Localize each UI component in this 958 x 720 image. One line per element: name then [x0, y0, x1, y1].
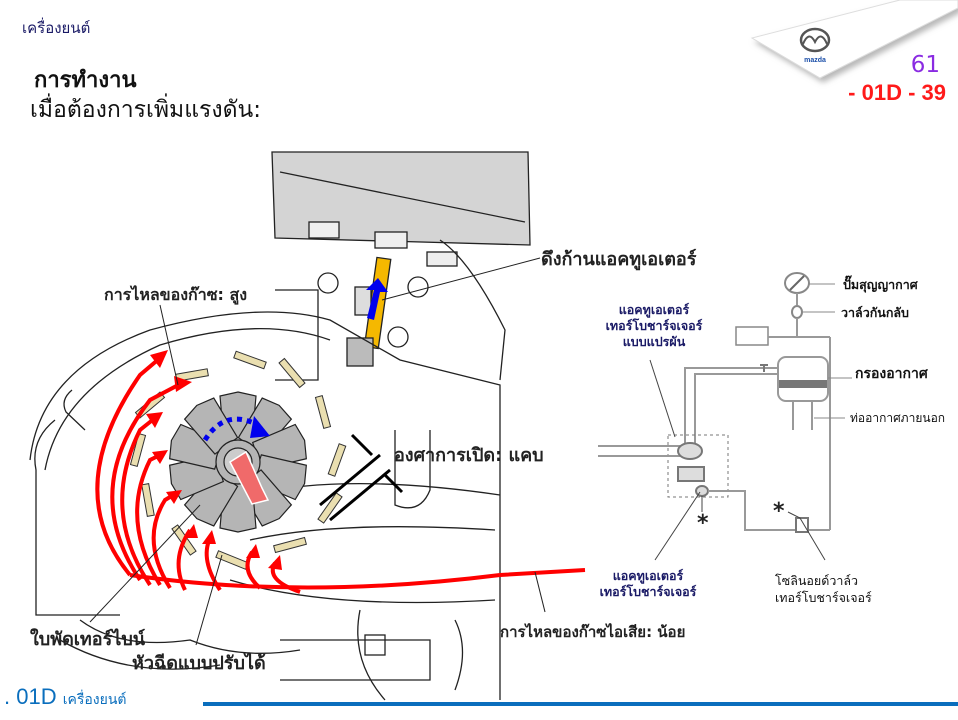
gas-flow-arrows — [95, 356, 586, 594]
label-vacuum-pump: ปั๊มสุญญากาศ — [843, 277, 918, 292]
asterisk-right: * — [773, 499, 785, 524]
footer-code: . 01D — [4, 684, 57, 709]
solenoid-valve-icon — [795, 517, 809, 533]
leader-lines-right — [649, 359, 826, 561]
label-turbo-actuator: แอคทูเอเตอร์ เทอร์โบชาร์จเจอร์ — [578, 568, 718, 600]
shaft-pointer-icon — [229, 450, 270, 505]
svg-text:mazda: mazda — [804, 57, 826, 64]
label-turbo-actuator-line1: แอคทูเอเตอร์ — [612, 568, 684, 583]
label-solenoid-valve-line2: เทอร์โบชาร์จเจอร์ — [775, 590, 872, 605]
page-number: 61 — [910, 52, 940, 78]
gas-flow-arrowheads — [146, 350, 282, 570]
page-code: - 01D - 39 — [848, 80, 946, 105]
page-title: การทำงาน — [34, 68, 137, 93]
label-variable-actuator: แอคทูเอเตอร์ เทอร์โบชาร์จเจอร์ แบบแปรผัน — [588, 302, 720, 350]
label-solenoid-valve-line1: โซลินอยด์วาล์ว — [775, 573, 859, 588]
vacuum-system-schematic — [598, 272, 852, 533]
label-variable-actuator-line3: แบบแปรผัน — [622, 334, 686, 349]
opening-angle-marker — [319, 433, 404, 522]
leader-lines-left — [89, 257, 546, 646]
label-air-filter: กรองอากาศ — [855, 366, 928, 382]
label-variable-actuator-line1: แอคทูเอเตอร์ — [618, 302, 690, 317]
rotation-arrow-icon — [202, 416, 260, 442]
air-filter-icon — [777, 356, 829, 402]
label-gas-flow-high: การไหลของก๊าซ: สูง — [104, 285, 248, 304]
brand-banner — [750, 0, 958, 79]
mazda-logo-icon: mazda — [799, 27, 831, 64]
label-check-valve: วาล์วกันกลับ — [841, 305, 909, 320]
asterisk-lower: * — [697, 511, 709, 536]
pull-arrow-icon — [366, 278, 388, 320]
label-solenoid-valve: โซลินอยด์วาล์ว เทอร์โบชาร์จเจอร์ — [775, 572, 872, 606]
rotation-arrowhead-icon — [250, 416, 270, 438]
label-variable-actuator-line2: เทอร์โบชาร์จเจอร์ — [605, 318, 703, 333]
footer-label: . 01D เครื่องยนต์ — [4, 684, 127, 711]
page-subtitle: เมื่อต้องการเพิ่มแรงดัน: — [30, 97, 262, 123]
label-turbine-blades: ใบพัดเทอร์ไบน์ — [30, 629, 146, 650]
label-outside-air-pipe: ท่ออากาศภายนอก — [850, 411, 946, 425]
footer-section: เครื่องยนต์ — [62, 691, 127, 707]
section-label: เครื่องยนต์ — [22, 19, 91, 37]
label-actuator-rod-pull: ดึงก้านแอคทูเอเตอร์ — [541, 249, 697, 270]
label-exhaust-flow-low: การไหลของก๊าซไอเสีย: น้อย — [500, 623, 686, 641]
check-valve-icon — [791, 305, 803, 319]
label-turbo-actuator-line2: เทอร์โบชาร์จเจอร์ — [599, 584, 697, 599]
footer-divider — [203, 702, 958, 706]
label-opening-angle: องศาการเปิด: แคบ — [394, 445, 544, 466]
label-variable-nozzle: หัวฉีดแบบปรับได้ — [132, 653, 266, 674]
